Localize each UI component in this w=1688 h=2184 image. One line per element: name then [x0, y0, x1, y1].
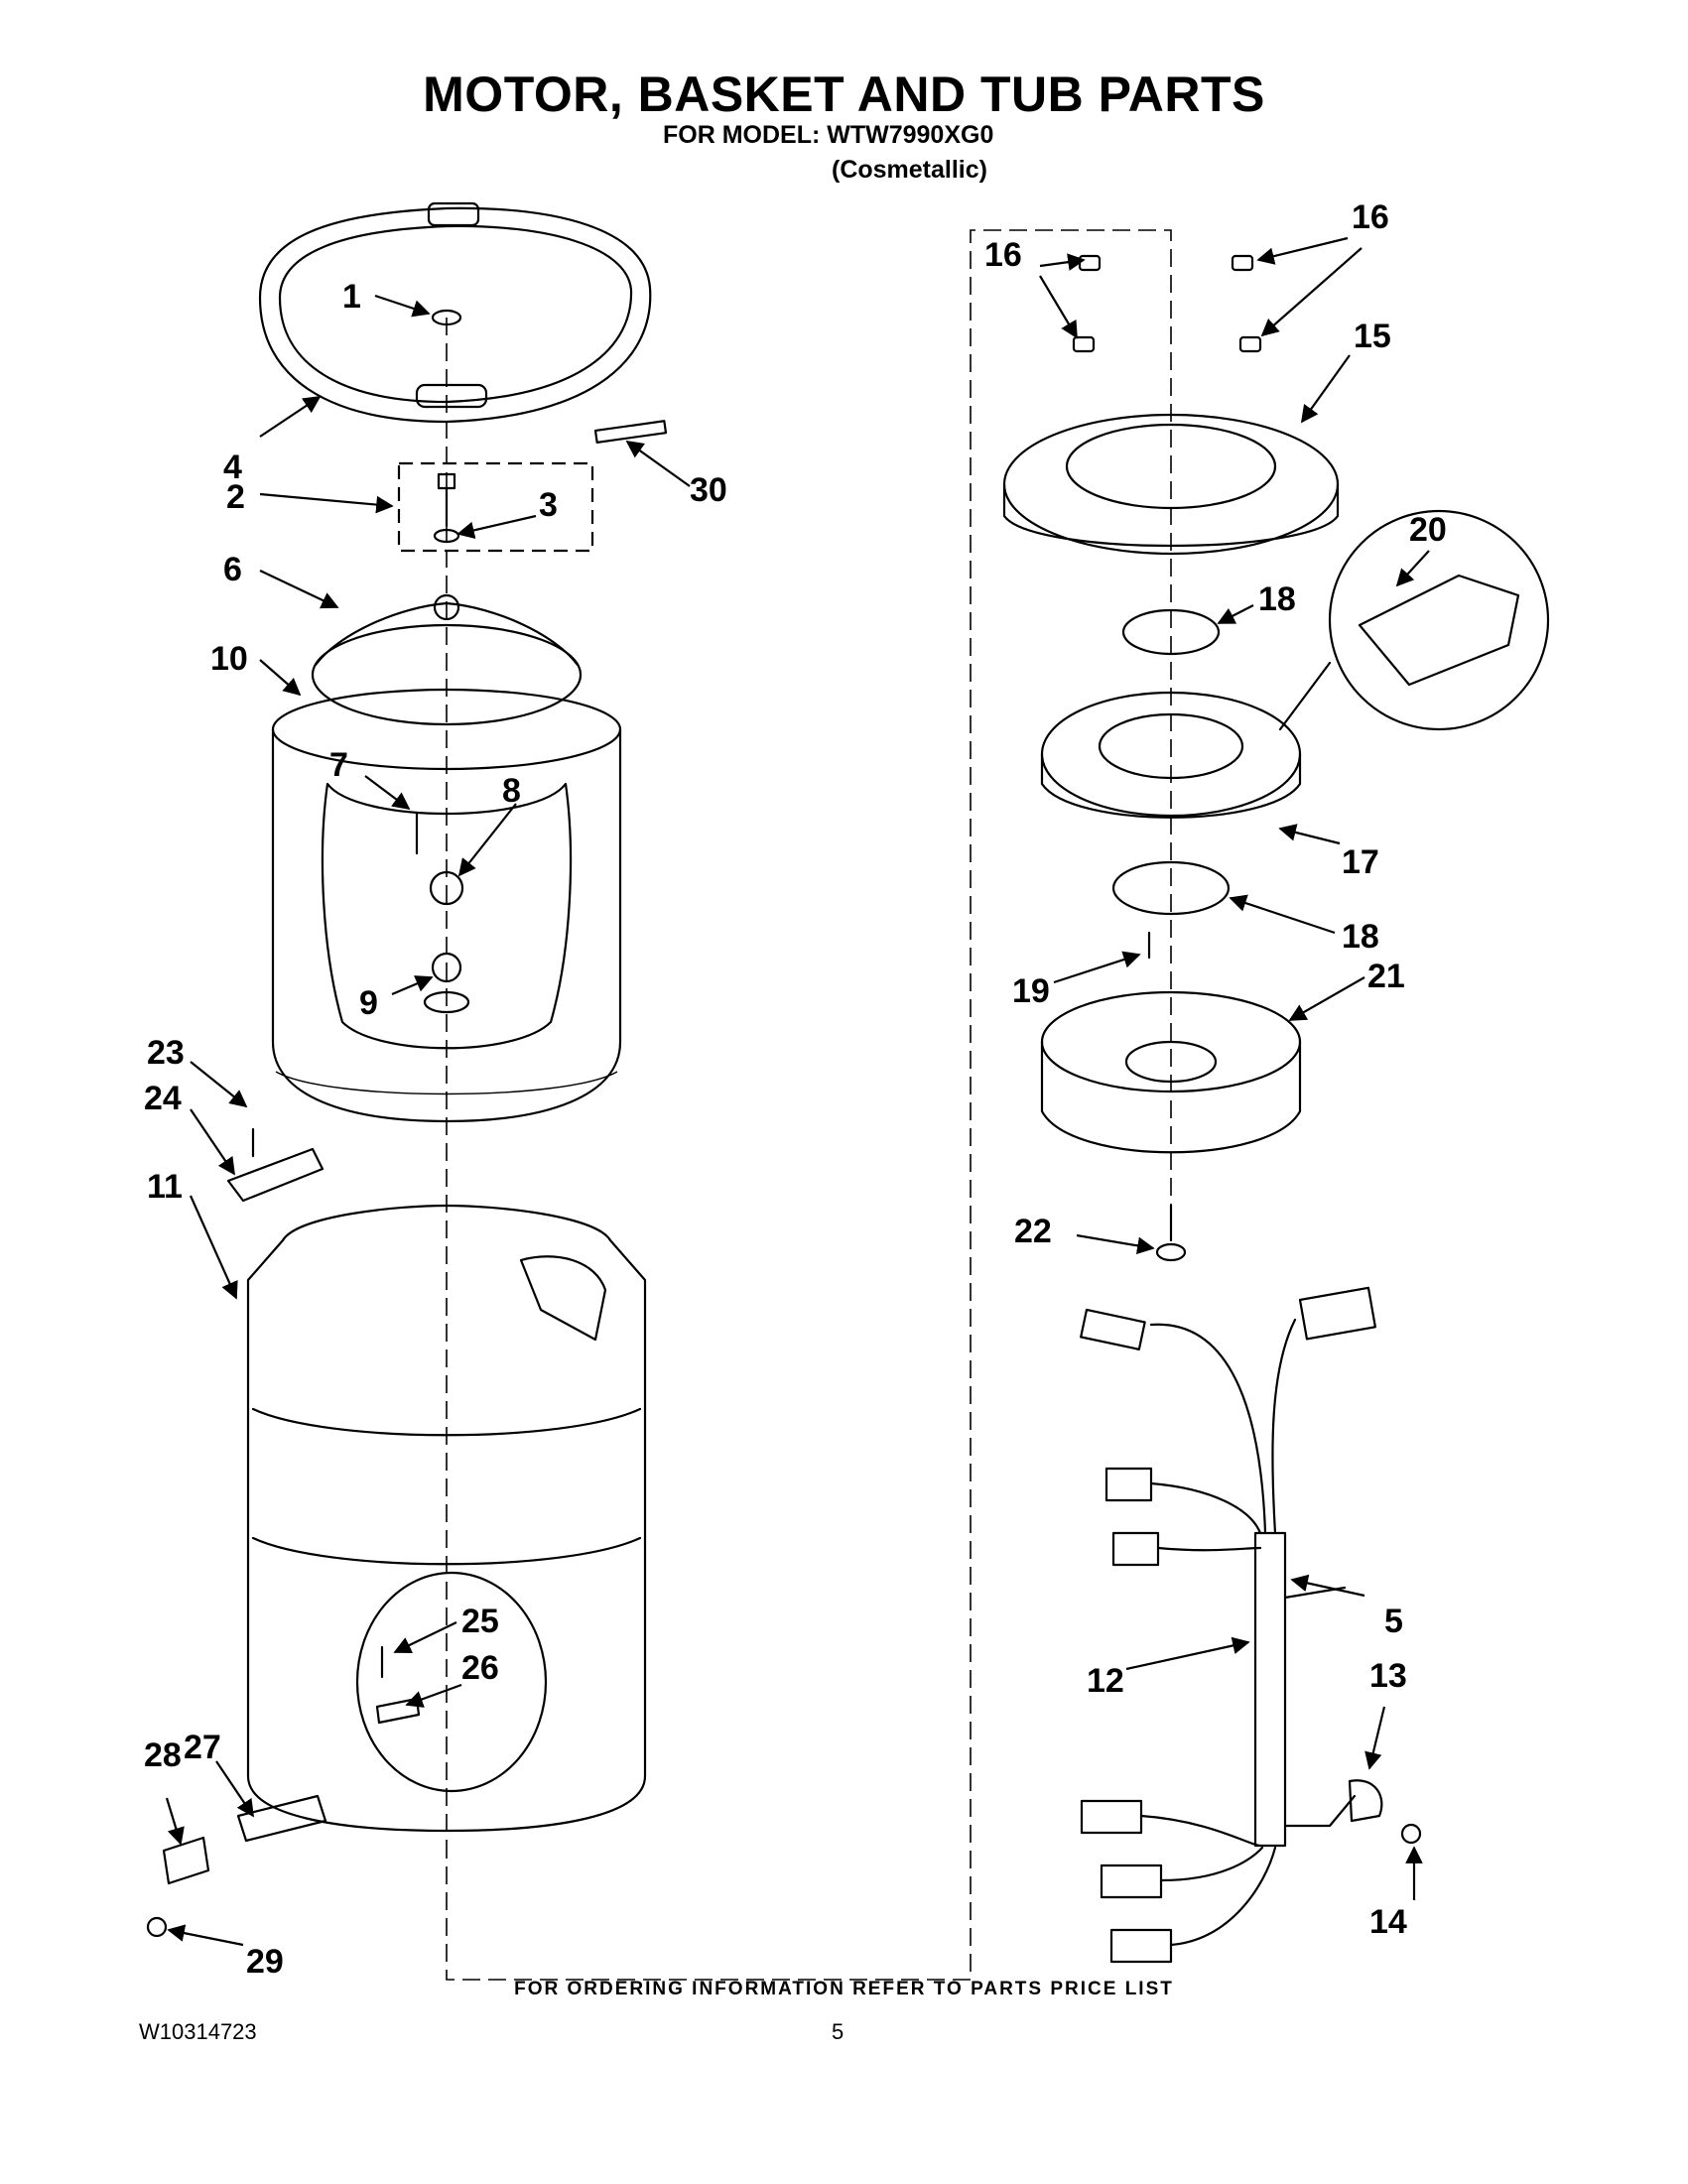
- part-wire-harness: [1080, 1286, 1376, 1964]
- part-connector-detail: [1278, 509, 1550, 731]
- callout-27: 27: [184, 1729, 221, 1766]
- callout-18-top: 18: [1258, 580, 1296, 618]
- callout-16-left: 16: [984, 236, 1022, 274]
- model-line: FOR MODEL: WTW7990XG0: [663, 121, 994, 149]
- ordering-note: FOR ORDERING INFORMATION REFER TO PARTS …: [514, 1979, 1174, 1999]
- callout-23: 23: [147, 1034, 185, 1072]
- model-variant: (Cosmetallic): [832, 156, 987, 184]
- callout-19: 19: [1012, 972, 1050, 1010]
- callout-7: 7: [329, 746, 348, 784]
- part-cover: [226, 1147, 325, 1203]
- part-basket: [271, 688, 622, 1123]
- callout-25: 25: [461, 1603, 499, 1640]
- part-pins: [1072, 254, 1262, 353]
- bolt-group-box: [397, 461, 594, 553]
- callout-1: 1: [342, 278, 361, 316]
- part-hub-ring: [1002, 413, 1340, 556]
- callout-11: 11: [147, 1168, 183, 1206]
- part-heater: [236, 1794, 327, 1843]
- document-number: W10314723: [139, 2019, 257, 2044]
- page-title: MOTOR, BASKET AND TUB PARTS: [423, 66, 1265, 122]
- callout-9: 9: [359, 984, 378, 1022]
- part-rotor: [1040, 990, 1302, 1154]
- callout-24: 24: [144, 1080, 182, 1117]
- callout-12: 12: [1087, 1662, 1124, 1700]
- part-impeller: [311, 593, 583, 726]
- callout-8: 8: [502, 772, 521, 810]
- callout-22: 22: [1014, 1213, 1052, 1250]
- assembly-connector-line: [446, 229, 1172, 1981]
- part-clip-screw: [1400, 1823, 1422, 1845]
- callout-6: 6: [223, 551, 242, 588]
- part-gasket-top: [1121, 608, 1221, 656]
- callout-17: 17: [1342, 843, 1379, 881]
- callout-13: 13: [1369, 1657, 1407, 1695]
- callout-5: 5: [1384, 1603, 1403, 1640]
- callout-26: 26: [461, 1649, 499, 1687]
- part-harness-clip: [1348, 1779, 1383, 1823]
- part-top-ring: [258, 201, 652, 424]
- page-number: 5: [832, 2019, 844, 2044]
- part-trim-strip: [593, 420, 668, 444]
- callout-3: 3: [539, 486, 558, 524]
- leader-arrows: [165, 236, 1430, 1947]
- callout-21: 21: [1367, 958, 1405, 995]
- callout-15: 15: [1354, 318, 1391, 355]
- callout-28: 28: [144, 1736, 182, 1774]
- callout-29: 29: [246, 1943, 284, 1981]
- part-stator: [1040, 691, 1302, 819]
- part-gasket-bottom: [1111, 860, 1231, 916]
- callout-16-right: 16: [1352, 198, 1389, 236]
- part-rotor-bolt: [1155, 1204, 1187, 1262]
- callout-20: 20: [1409, 511, 1447, 549]
- callout-18-bottom: 18: [1342, 918, 1379, 956]
- callout-30: 30: [690, 471, 727, 509]
- callout-2: 2: [226, 478, 245, 516]
- part-heater-bracket: [162, 1836, 210, 1885]
- callout-14: 14: [1369, 1903, 1407, 1941]
- callout-10: 10: [210, 640, 248, 678]
- part-heater-screw: [146, 1916, 168, 1938]
- callout-4: 4: [223, 449, 242, 486]
- part-tub-clip: [375, 1697, 421, 1725]
